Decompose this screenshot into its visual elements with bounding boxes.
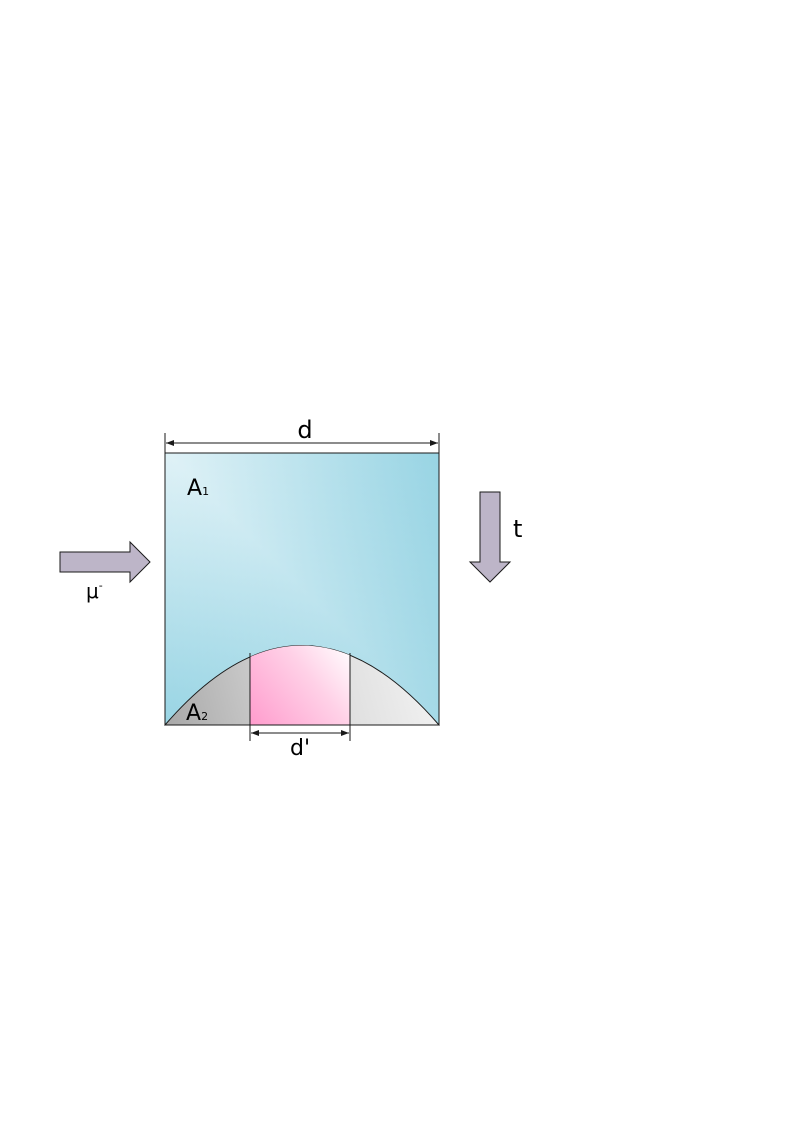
time-label: t xyxy=(513,515,522,543)
region-inner xyxy=(250,645,350,725)
particle-label: μ- xyxy=(86,579,103,603)
time-arrow-icon xyxy=(468,491,512,583)
region-a2-label: A2 xyxy=(186,701,208,726)
width-label: d xyxy=(297,416,312,444)
region-a1-label: A1 xyxy=(187,476,209,501)
dimension-d xyxy=(164,433,440,453)
inner-width-label: d' xyxy=(290,736,310,761)
square-outline xyxy=(164,452,440,726)
dimension-d-prime xyxy=(251,730,349,736)
particle-arrow-icon xyxy=(59,540,151,584)
